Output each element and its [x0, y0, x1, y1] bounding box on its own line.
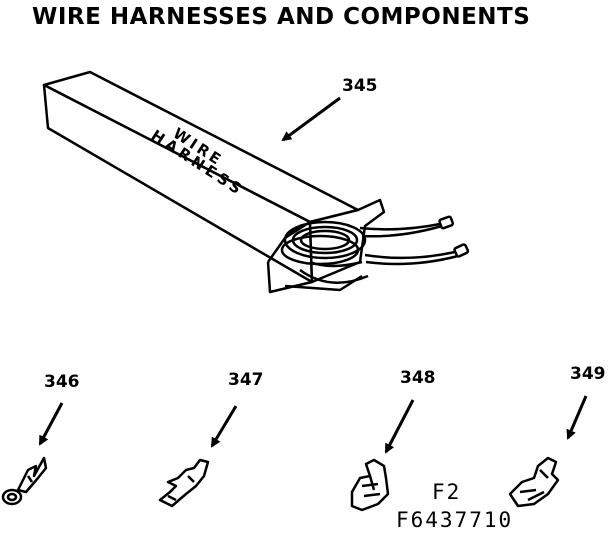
callout-349: 349	[570, 364, 606, 384]
callout-347: 347	[228, 370, 264, 390]
ring-terminal-icon	[1, 456, 48, 506]
leader-arrow-348	[384, 399, 415, 454]
flag-terminal-angled-icon	[508, 456, 560, 508]
wire-harness-box-icon: WIRE HARNESS	[42, 70, 470, 294]
diagram-title: WIRE HARNESSES AND COMPONENTS	[32, 4, 531, 30]
figure-number: F2	[432, 480, 462, 504]
callout-345: 345	[342, 76, 378, 96]
leader-arrow-349	[566, 395, 588, 440]
spade-terminal-icon	[158, 458, 210, 508]
flag-terminal-icon	[350, 458, 390, 512]
leader-arrow-347	[210, 405, 238, 448]
callout-348: 348	[400, 368, 436, 388]
leader-arrow-345	[281, 96, 341, 142]
callout-346: 346	[44, 372, 80, 392]
figure-code: F6437710	[396, 508, 514, 532]
leader-arrow-346	[38, 402, 64, 446]
